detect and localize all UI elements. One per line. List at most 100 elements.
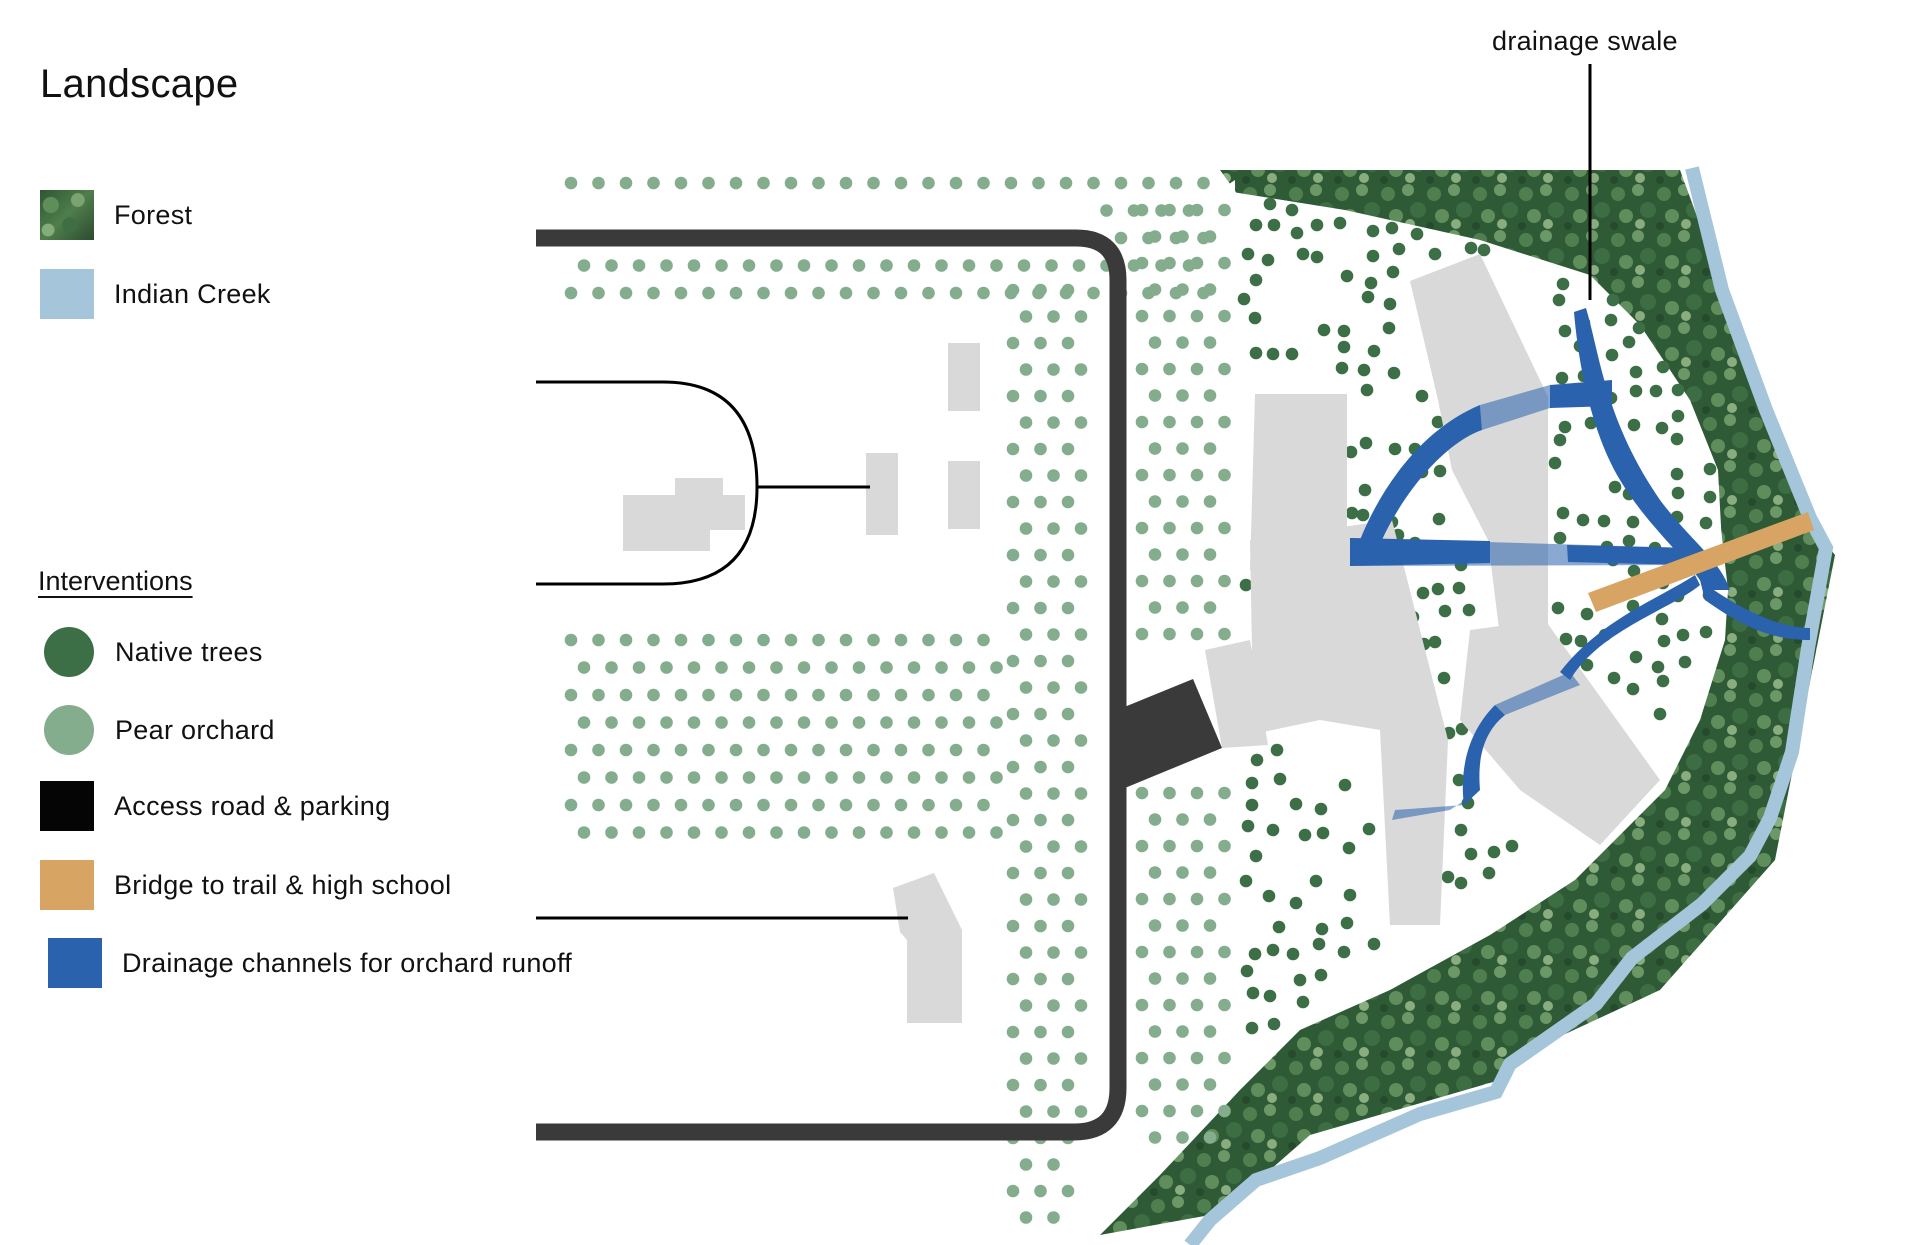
pear-tree-dot (1176, 866, 1189, 879)
pear-tree-dot (757, 688, 770, 702)
pear-tree-dot (1019, 681, 1033, 694)
pear-tree-dot (742, 716, 756, 729)
pear-tree-dot (729, 743, 743, 757)
native-tree-dot (1310, 250, 1324, 264)
pear-tree-dot (742, 771, 756, 784)
legend-pear-orchard: Pear orchard (40, 703, 275, 757)
pear-tree-dot (1047, 946, 1060, 959)
pear-tree-dot (1176, 548, 1189, 561)
page-title: Landscape (40, 62, 239, 106)
pear-tree-dot (1218, 627, 1231, 641)
native-tree-dot (1553, 531, 1567, 545)
pear-tree-dot (1163, 415, 1176, 429)
pear-tree-dot (619, 633, 633, 647)
native-tree-dot (1622, 335, 1636, 349)
pear-tree-dot (935, 661, 948, 674)
native-tree-dot (1344, 445, 1358, 459)
interventions-heading: Interventions (38, 566, 193, 596)
pear-tree-dot (687, 716, 701, 729)
native-tree-dot (1249, 346, 1263, 360)
pear-tree-dot (1074, 628, 1088, 641)
pear-tree-dot (962, 661, 976, 674)
pear-tree-dot (1061, 1184, 1075, 1198)
pear-tree-dot (812, 688, 825, 702)
pear-tree-dot (784, 633, 798, 647)
pear-tree-dot (1034, 495, 1047, 509)
pear-tree-dot (1148, 972, 1162, 985)
pear-tree-dot (1148, 919, 1162, 932)
pear-tree-dot (812, 286, 825, 300)
pear-tree-dot (1047, 787, 1060, 800)
native-tree-dot (1386, 265, 1400, 279)
native-tree-dot (1428, 635, 1442, 649)
pear-tree-dot (619, 743, 633, 757)
pear-tree-dot (962, 716, 976, 729)
pear-tree-dot (1163, 892, 1176, 906)
pear-tree-dot (1061, 919, 1075, 933)
pear-tree-dot (1019, 469, 1033, 482)
pear-tree-dot (1061, 442, 1075, 456)
native-tree-dot (1285, 347, 1299, 361)
pear-tree-dot (1047, 575, 1060, 588)
pear-tree-dot (922, 798, 935, 812)
native-tree-dot (1309, 874, 1323, 888)
legend-label-pear-orchard: Pear orchard (115, 714, 275, 745)
native-tree-dot (1629, 365, 1643, 379)
pear-tree-dot (647, 633, 660, 647)
pear-tree-dot (702, 176, 715, 190)
pear-tree-dot (1034, 813, 1047, 827)
native-tree-dot (1289, 896, 1303, 910)
pear-tree-dot (1019, 734, 1033, 747)
native-tree-dot (1428, 247, 1442, 261)
pear-tree-dot (962, 826, 976, 839)
pear-tree-dot (1061, 972, 1075, 986)
pear-tree-dot (1176, 336, 1189, 349)
pear-tree-dot (894, 743, 908, 757)
pear-tree-dot (702, 688, 715, 702)
pear-tree-dot (770, 259, 783, 272)
pear-tree-dot (757, 743, 770, 757)
pear-tree-dot (1087, 176, 1100, 190)
native-tree-dot (1462, 603, 1476, 617)
pear-tree-dot (729, 633, 743, 647)
bridge-swatch-icon (40, 860, 94, 910)
pear-tree-dot (1034, 919, 1047, 933)
native-tree-dot (1340, 916, 1354, 930)
native-tree-dot (1441, 870, 1455, 884)
pear-tree-dot (1148, 1131, 1162, 1144)
pear-tree-dot (1034, 1025, 1047, 1039)
native-tree-dot (1366, 249, 1380, 263)
pear-tree-dot (687, 259, 701, 272)
legend-native-trees: Native trees (40, 625, 263, 679)
pear-tree-dot (605, 259, 618, 272)
native-tree-dot (1312, 937, 1326, 951)
pear-tree-dot (1074, 310, 1088, 323)
pear-tree-dot (1019, 575, 1033, 588)
pear-tree-dot (1163, 521, 1176, 535)
native-tree-dot (1671, 486, 1685, 500)
pear-tree-dot (770, 716, 783, 729)
pear-tree-dot (1135, 362, 1149, 376)
pear-tree-dot (1047, 1105, 1060, 1118)
native-tree-dot (1267, 218, 1281, 232)
pear-tree-dot (605, 661, 618, 674)
pear-tree-dot (867, 633, 880, 647)
native-tree-dot (1266, 823, 1280, 837)
pear-tree-dot (1203, 813, 1217, 826)
native-tree-dot (1671, 383, 1685, 397)
pear-tree-dot (1148, 495, 1162, 508)
pear-tree-dot (1047, 893, 1060, 906)
pear-tree-dot (1006, 654, 1020, 668)
pear-tree-dot (564, 688, 578, 702)
pear-tree-dot (1019, 840, 1033, 853)
pear-tree-dot (1135, 574, 1149, 588)
native-tree-dot (1343, 888, 1357, 902)
pear-tree-dot (1163, 998, 1176, 1012)
native-tree-dot (1248, 947, 1262, 961)
pear-tree-dot (1148, 548, 1162, 561)
pear-tree-dot (1006, 389, 1020, 403)
pear-tree-dot (564, 286, 578, 300)
native-tree-dot (1656, 674, 1670, 688)
pear-tree-dot (1148, 230, 1162, 243)
pear-tree-dot (1019, 363, 1033, 376)
